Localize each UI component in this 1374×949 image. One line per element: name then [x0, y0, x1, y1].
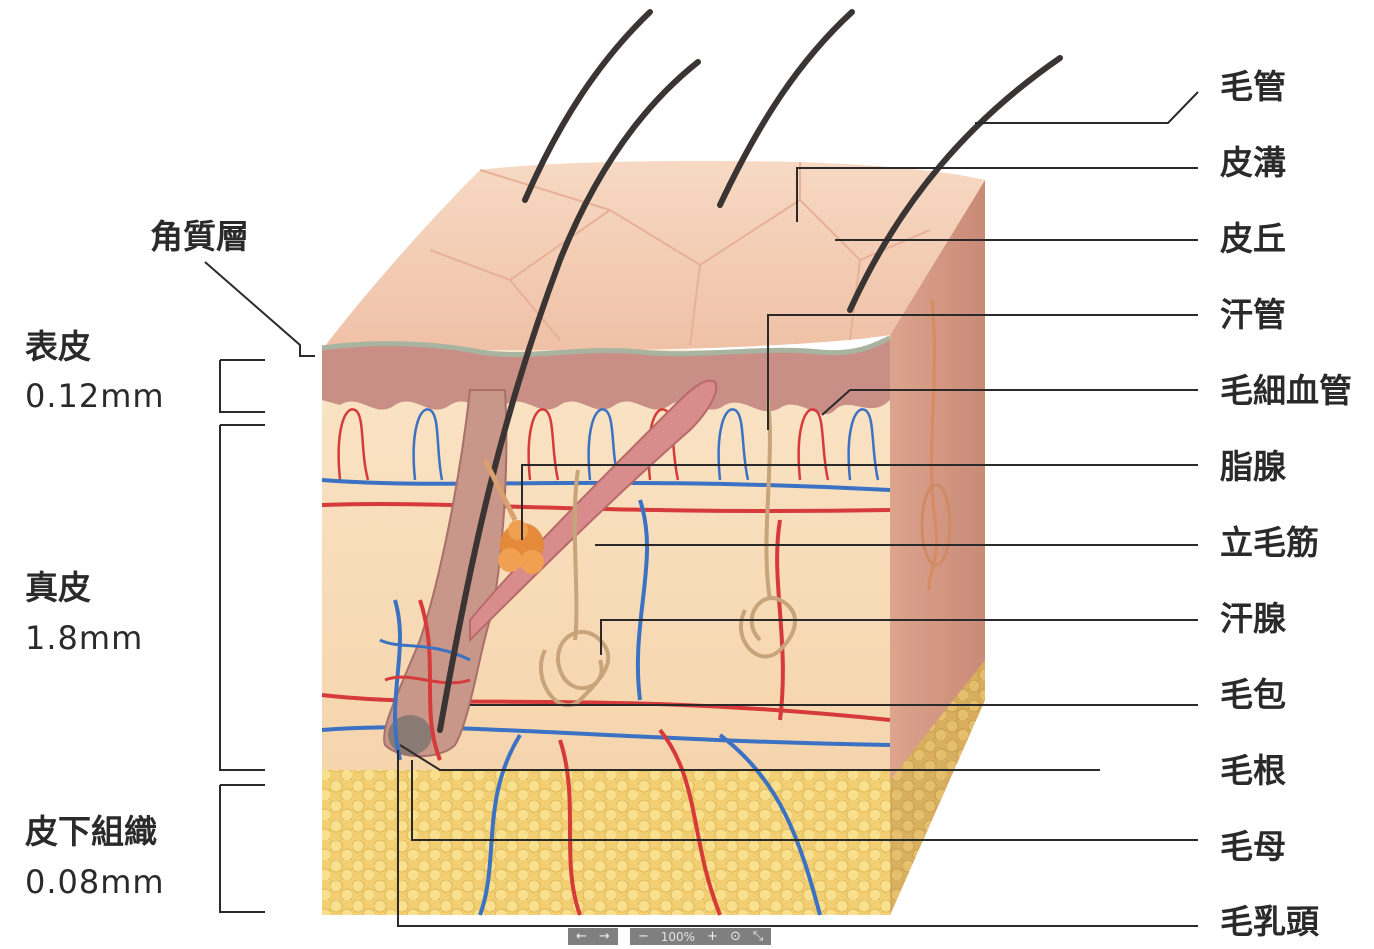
- zoom-group: − 100% + ⊙ ⤡: [629, 928, 772, 945]
- label-dermis: 真皮: [25, 568, 91, 607]
- zoom-level: 100%: [660, 929, 696, 944]
- next-arrow-icon[interactable]: →: [598, 929, 610, 944]
- label-skin-groove: 皮溝: [1220, 143, 1286, 182]
- value-subcutaneous-thickness: 0.08mm: [25, 863, 165, 901]
- fit-icon[interactable]: ⊙: [729, 929, 741, 944]
- label-sweat-gland: 汗腺: [1220, 599, 1286, 638]
- label-capillary: 毛細血管: [1220, 371, 1352, 410]
- hair-shafts: [437, 9, 1063, 733]
- label-hair-root: 毛根: [1220, 751, 1286, 790]
- skin-surface: [322, 160, 985, 352]
- image-viewer-toolbar: ← → − 100% + ⊙ ⤡: [568, 928, 772, 945]
- value-epidermis-thickness: 0.12mm: [25, 377, 165, 415]
- label-hair-canal: 毛管: [1220, 67, 1286, 106]
- label-hair-follicle: 毛包: [1220, 675, 1286, 714]
- zoom-out-icon[interactable]: −: [637, 929, 649, 944]
- label-skin-ridge: 皮丘: [1220, 219, 1286, 258]
- prev-arrow-icon[interactable]: ←: [576, 929, 587, 944]
- label-stratum-corneum: 角質層: [150, 217, 249, 256]
- label-epidermis: 表皮: [25, 327, 91, 366]
- zoom-in-icon[interactable]: +: [707, 929, 718, 944]
- label-dermal-papilla: 毛乳頭: [1220, 902, 1319, 941]
- nav-group: ← →: [568, 928, 618, 945]
- label-arrector-pili: 立毛筋: [1220, 523, 1319, 562]
- label-hair-matrix: 毛母: [1220, 827, 1286, 866]
- epidermis-layer: [322, 338, 890, 415]
- subcutaneous-fat: [322, 770, 890, 915]
- value-dermis-thickness: 1.8mm: [25, 619, 144, 657]
- label-sebaceous-gland: 脂腺: [1220, 447, 1286, 486]
- fullscreen-icon[interactable]: ⤡: [752, 929, 764, 944]
- label-subcutaneous: 皮下組織: [25, 812, 157, 851]
- label-sweat-duct: 汗管: [1220, 295, 1286, 334]
